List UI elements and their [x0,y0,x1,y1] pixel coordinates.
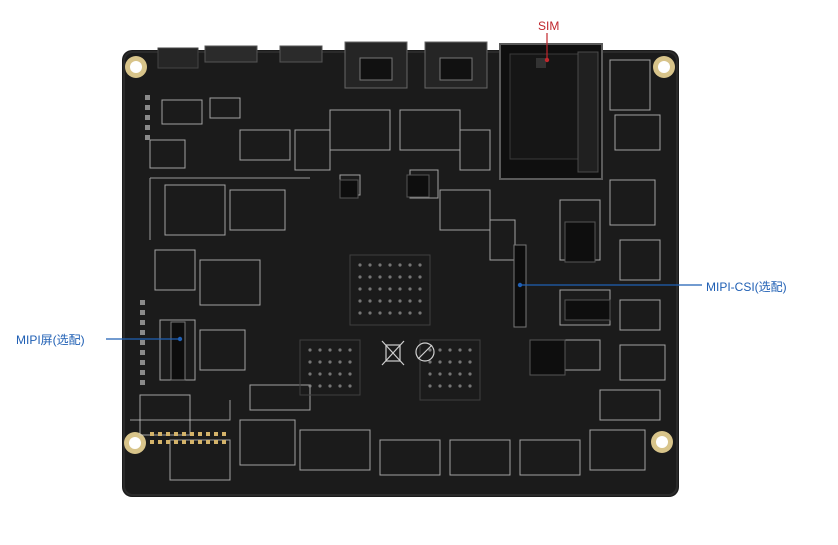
pin-header [150,432,226,444]
pb-free-mark [415,342,435,362]
callout-mipi-screen-line [106,336,183,342]
bga-dots [308,263,472,388]
mounting-hole-bottom-right [651,431,673,453]
mounting-hole-bottom-left [124,432,146,454]
sim-card-slot [499,43,603,180]
callout-label-mipi-csi: MIPI-CSI(选配) [706,280,787,294]
mipi-screen-connector [170,321,186,381]
callout-mipi-csi-line [517,282,702,288]
top-connectors [157,41,488,89]
bga-pad-cluster [299,254,481,401]
callout-label-mipi-screen: MIPI屏(选配) [16,333,85,347]
callout-sim-line [544,33,550,63]
callout-label-sim: SIM [538,19,560,33]
silkscreen-line [130,177,310,421]
weee-symbol [381,340,405,366]
mounting-hole-top-left [125,56,147,78]
right-ics [339,174,611,376]
circuit-board [122,41,679,497]
mounting-hole-top-right [653,56,675,78]
left-connector-pads [140,95,150,385]
